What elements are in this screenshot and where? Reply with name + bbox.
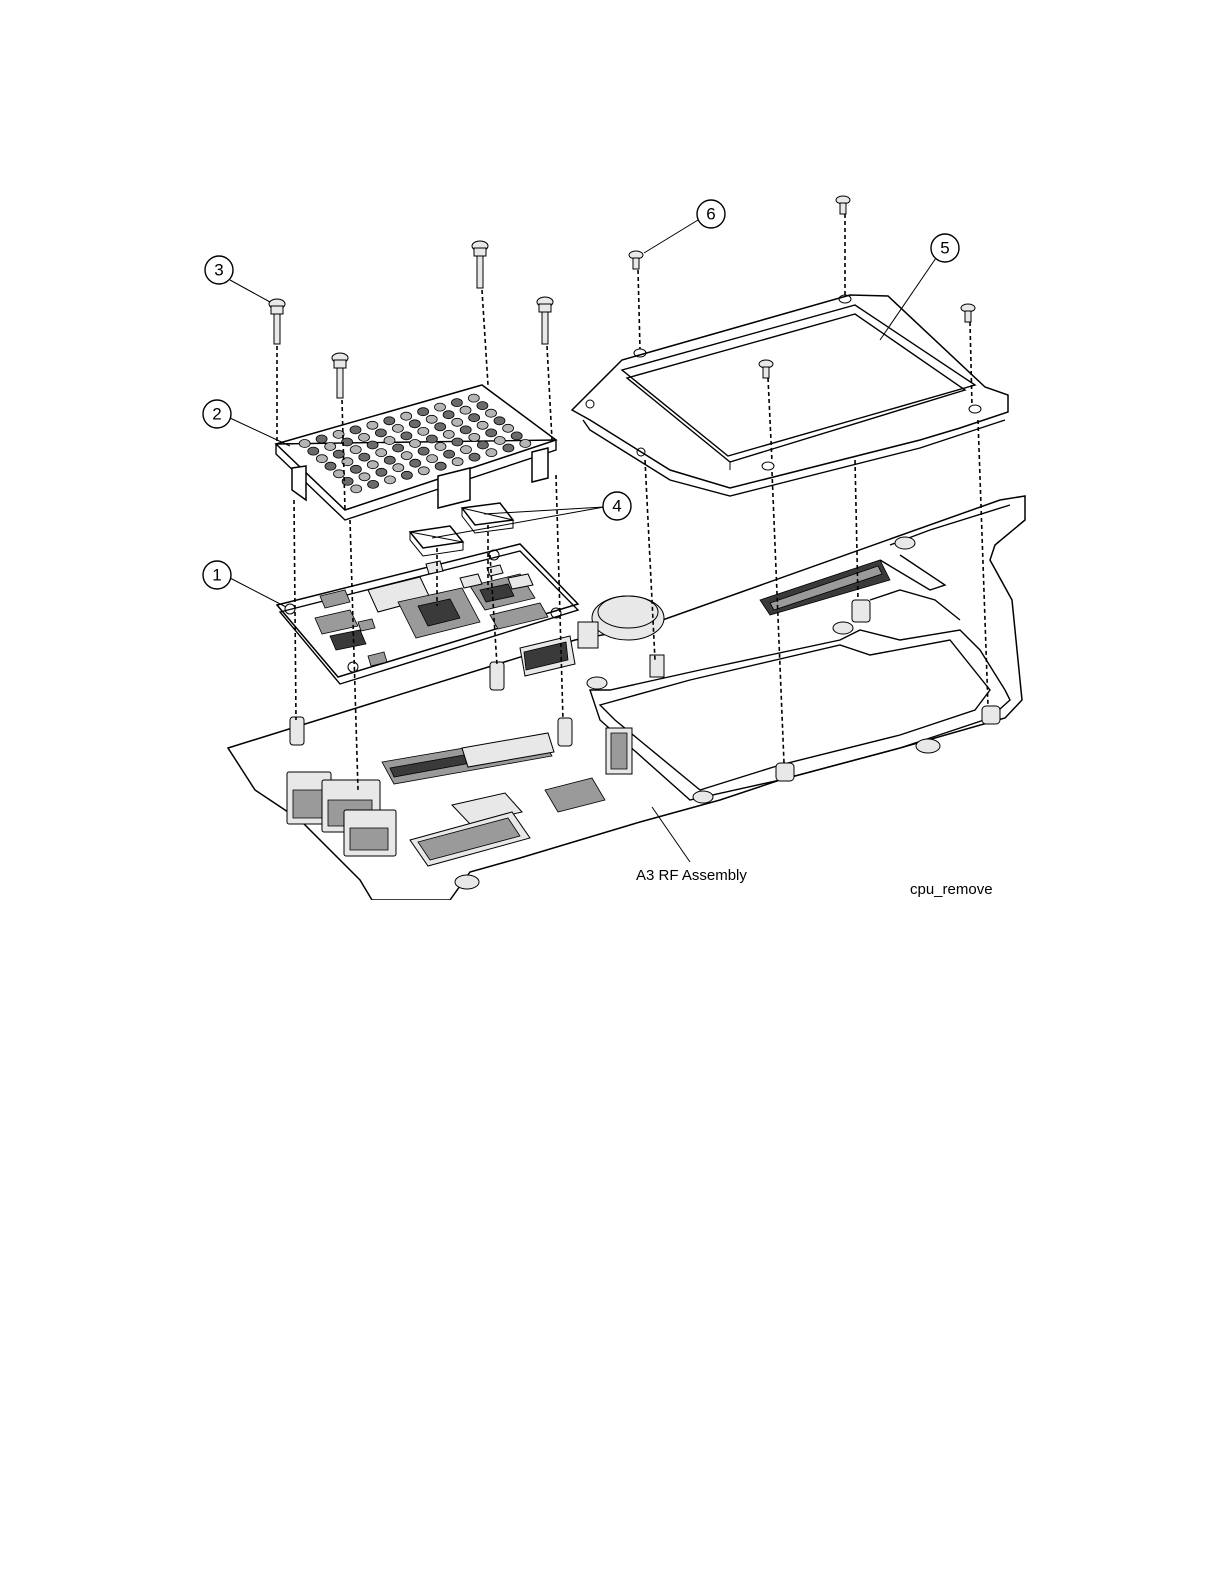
callout-6: 6 <box>644 200 725 253</box>
callout-6-number: 6 <box>706 205 715 224</box>
heat-sink-fin <box>325 443 336 451</box>
heat-sink-fin <box>410 440 421 448</box>
heat-sink-fin <box>486 449 497 457</box>
heat-sink-fin <box>443 430 454 438</box>
heat-sink <box>276 385 556 520</box>
shield-cover <box>572 295 1008 496</box>
heat-sink-fin <box>392 424 403 432</box>
callout-2-number: 2 <box>212 405 221 424</box>
heat-sink-fin <box>350 446 361 454</box>
heat-sink-fin <box>316 455 327 463</box>
callout-4-number: 4 <box>612 497 621 516</box>
heat-sink-fin <box>384 417 395 425</box>
screw-4 <box>537 297 553 344</box>
heat-sink-fin <box>401 471 412 479</box>
callout-1-number: 1 <box>212 566 221 585</box>
figure-id-label: cpu_remove <box>910 881 993 898</box>
heat-sink-fin <box>451 399 462 407</box>
heat-sink-fin <box>418 408 429 416</box>
heat-sink-fin <box>452 438 463 446</box>
screw-2 <box>332 353 348 398</box>
a3-rf-assembly-board <box>228 496 1025 900</box>
heat-sink-fin <box>435 423 446 431</box>
heat-sink-fin <box>393 464 404 472</box>
heat-sink-fin <box>308 447 319 455</box>
heat-sink-fin <box>401 432 412 440</box>
heat-sink-fin <box>385 476 396 484</box>
heat-sink-fin <box>469 453 480 461</box>
callout-5-number: 5 <box>940 239 949 258</box>
heat-sink-fin <box>520 440 531 448</box>
shield-screw-2 <box>836 196 850 214</box>
heat-sink-fin <box>477 402 488 410</box>
callout-1: 1 <box>203 561 286 607</box>
callout-3: 3 <box>205 256 270 302</box>
assembly-label: A3 RF Assembly <box>636 867 747 884</box>
heat-sink-fin <box>376 449 387 457</box>
heat-sink-fin <box>359 453 370 461</box>
heat-sink-fin <box>427 455 438 463</box>
heat-sink-fin <box>418 467 429 475</box>
heat-sink-fin <box>486 429 497 437</box>
heat-sink-fin <box>401 452 412 460</box>
heat-sink-fin <box>418 447 429 455</box>
heat-sink-fin <box>444 450 455 458</box>
heat-sink-fin <box>367 461 378 469</box>
heat-sink-fin <box>477 421 488 429</box>
heat-sink-fin <box>494 437 505 445</box>
heat-sink-fin <box>325 462 336 470</box>
heat-sink-fin <box>410 459 421 467</box>
heat-sink-fin <box>503 424 514 432</box>
heat-sink-fin <box>316 435 327 443</box>
heat-sink-fin <box>384 437 395 445</box>
heat-sink-fin <box>426 415 437 423</box>
heat-sink-fin <box>460 426 471 434</box>
heat-sink-fin <box>494 417 505 425</box>
heat-sink-fin <box>443 411 454 419</box>
heat-sink-fin <box>375 429 386 437</box>
heat-sink-fin <box>376 468 387 476</box>
heat-sink-fin <box>350 426 361 434</box>
shield-screw-3 <box>961 304 975 322</box>
heat-sink-fin <box>435 462 446 470</box>
heat-sink-fin <box>367 441 378 449</box>
heat-sink-fin <box>418 427 429 435</box>
heat-sink-fin <box>452 418 463 426</box>
heat-sink-fin <box>350 465 361 473</box>
heat-sink-fin <box>469 414 480 422</box>
heat-sink-fin <box>477 441 488 449</box>
heat-sink-fin <box>409 420 420 428</box>
shield-screw-1 <box>629 251 643 269</box>
heat-sink-fin <box>460 406 471 414</box>
heat-sink-fin <box>393 444 404 452</box>
screw-3 <box>472 241 488 288</box>
heat-sink-fin <box>351 485 362 493</box>
heat-sink-fin <box>469 433 480 441</box>
heat-sink-fin <box>359 473 370 481</box>
heat-sink-fin <box>401 412 412 420</box>
screw-1 <box>269 299 285 344</box>
heat-sink-fin <box>334 470 345 478</box>
heat-sink-fin <box>468 394 479 402</box>
heat-sink-fin <box>299 440 310 448</box>
heat-sink-fin <box>452 458 463 466</box>
heat-sink-fin <box>435 403 446 411</box>
heat-sink-fin <box>435 443 446 451</box>
thermal-pads <box>410 503 513 556</box>
heat-sink-fin <box>503 444 514 452</box>
heat-sink-fin <box>461 446 472 454</box>
heat-sink-fin <box>426 435 437 443</box>
heat-sink-fin <box>359 433 370 441</box>
heat-sink-fin <box>384 456 395 464</box>
heat-sink-fin <box>367 421 378 429</box>
vertical-connector <box>606 728 632 774</box>
callout-3-number: 3 <box>214 261 223 280</box>
heat-sink-fin <box>511 432 522 440</box>
cpu-screws <box>269 241 553 398</box>
heat-sink-fin <box>486 409 497 417</box>
heat-sink-fin <box>368 480 379 488</box>
